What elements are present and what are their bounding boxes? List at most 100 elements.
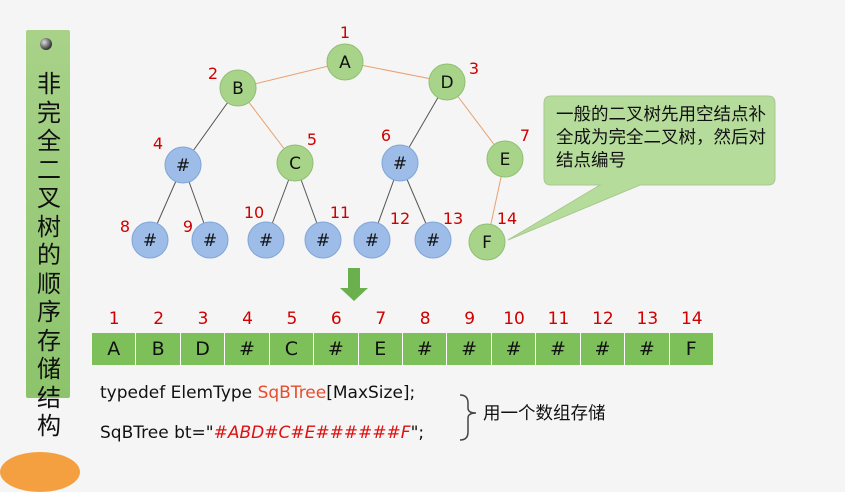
array-cell: # — [314, 333, 359, 365]
tree-node-n6: #6 — [381, 126, 419, 182]
node-number: 13 — [443, 209, 463, 228]
tree-node-n9: #9 — [183, 217, 229, 259]
array-cell: # — [225, 333, 270, 365]
node-circle — [381, 144, 419, 182]
tree-node-n4: #4 — [153, 134, 202, 184]
node-circle — [468, 223, 506, 261]
array-index: 11 — [547, 309, 570, 329]
array-cell: B — [136, 333, 181, 365]
node-number: 4 — [153, 134, 163, 153]
array-index: 1 — [108, 309, 120, 329]
node-label: # — [143, 231, 157, 251]
array-index: 9 — [464, 309, 476, 329]
node-circle — [414, 221, 452, 259]
node-label: B — [232, 79, 244, 99]
node-circle — [428, 63, 466, 101]
array-cell: E — [358, 333, 403, 365]
vertical-title: 非完全二叉树的顺序存储结构 — [37, 70, 61, 440]
node-number: 2 — [208, 64, 218, 83]
tree-node-n13: #13 — [414, 209, 463, 259]
array-cell: # — [491, 333, 537, 365]
array-index: 14 — [680, 309, 703, 329]
node-circle — [191, 221, 229, 259]
node-number: 10 — [244, 203, 264, 222]
tree-node-n10: #10 — [244, 203, 285, 259]
tree-node-D: D3 — [428, 59, 479, 101]
node-label: D — [440, 73, 453, 93]
node-label: # — [426, 231, 440, 251]
array-index: 5 — [286, 309, 298, 329]
tree-node-B: B2 — [208, 64, 257, 107]
code-line-2: SqBTree bt="#ABD#C#E######F"; — [100, 423, 424, 443]
node-number: 9 — [183, 217, 193, 236]
code-size: [MaxSize]; — [326, 383, 416, 403]
node-circle — [219, 69, 257, 107]
node-circle — [304, 221, 342, 259]
code-type-name: SqBTree — [257, 383, 327, 403]
array-cell: # — [625, 333, 670, 365]
code-decl: SqBTree bt=" — [100, 423, 214, 443]
node-circle — [276, 144, 314, 182]
node-label: # — [393, 154, 407, 174]
node-label: # — [176, 156, 190, 176]
node-circle — [353, 221, 391, 259]
array-cell: A — [92, 333, 137, 365]
node-number: 11 — [330, 203, 350, 222]
node-number: 3 — [469, 59, 479, 78]
node-circle — [326, 43, 364, 81]
node-label: # — [316, 231, 330, 251]
brace-icon — [459, 394, 477, 441]
node-circle — [247, 221, 285, 259]
tree-node-n11: #11 — [304, 203, 350, 259]
node-label: C — [289, 154, 301, 174]
array-index: 13 — [636, 309, 659, 329]
node-number: 1 — [340, 23, 350, 42]
array-cell: C — [269, 333, 315, 365]
code-end: "; — [410, 423, 425, 443]
tree-node-C: C5 — [276, 130, 317, 182]
tree-node-A: A1 — [326, 23, 364, 81]
array-cell: # — [447, 333, 492, 365]
node-label: E — [500, 150, 511, 170]
code-line-1: typedef ElemType SqBTree[MaxSize]; — [100, 383, 415, 403]
node-label: # — [365, 231, 379, 251]
node-number: 5 — [307, 130, 317, 149]
bullet-icon — [40, 38, 52, 50]
array-index: 6 — [330, 309, 342, 329]
sidebar-panel — [26, 30, 70, 398]
callout-bubble — [507, 95, 776, 241]
array-index: 10 — [503, 309, 525, 329]
callout-text: 一般的二叉树先用空结点补全成为完全二叉树，然后对结点编号 — [556, 105, 766, 171]
node-label: # — [259, 231, 273, 251]
array-index: 8 — [419, 309, 431, 329]
node-number: 6 — [381, 126, 391, 145]
node-circle — [131, 221, 169, 259]
tree-node-n8: #8 — [120, 217, 169, 259]
node-number: 14 — [497, 209, 517, 228]
node-circle — [164, 146, 202, 184]
array-index: 7 — [375, 309, 387, 329]
array-index: 2 — [153, 309, 165, 329]
array-cell: D — [180, 333, 226, 365]
down-arrow-icon — [340, 268, 368, 301]
code-string-value: #ABD#C#E######F — [213, 423, 411, 443]
node-circle — [486, 140, 524, 178]
array-cell: # — [403, 333, 448, 365]
array-cell: # — [536, 333, 581, 365]
array-cell: # — [580, 333, 626, 365]
node-number: 12 — [390, 209, 410, 228]
node-label: # — [203, 231, 217, 251]
tree-node-E: E7 — [486, 126, 530, 178]
array-index: 4 — [242, 309, 253, 329]
tree-node-F: F 14 — [468, 209, 517, 261]
array-index: 3 — [197, 309, 209, 329]
code-typedef: typedef ElemType — [100, 383, 258, 403]
node-number: 8 — [120, 217, 130, 236]
array-cell: F — [669, 333, 714, 365]
node-label: A — [339, 53, 351, 73]
node-label: F — [482, 233, 492, 253]
tree-node-n12: #12 — [353, 209, 410, 259]
array-index: 12 — [592, 309, 614, 329]
array-note: 用一个数组存储 — [483, 404, 606, 424]
